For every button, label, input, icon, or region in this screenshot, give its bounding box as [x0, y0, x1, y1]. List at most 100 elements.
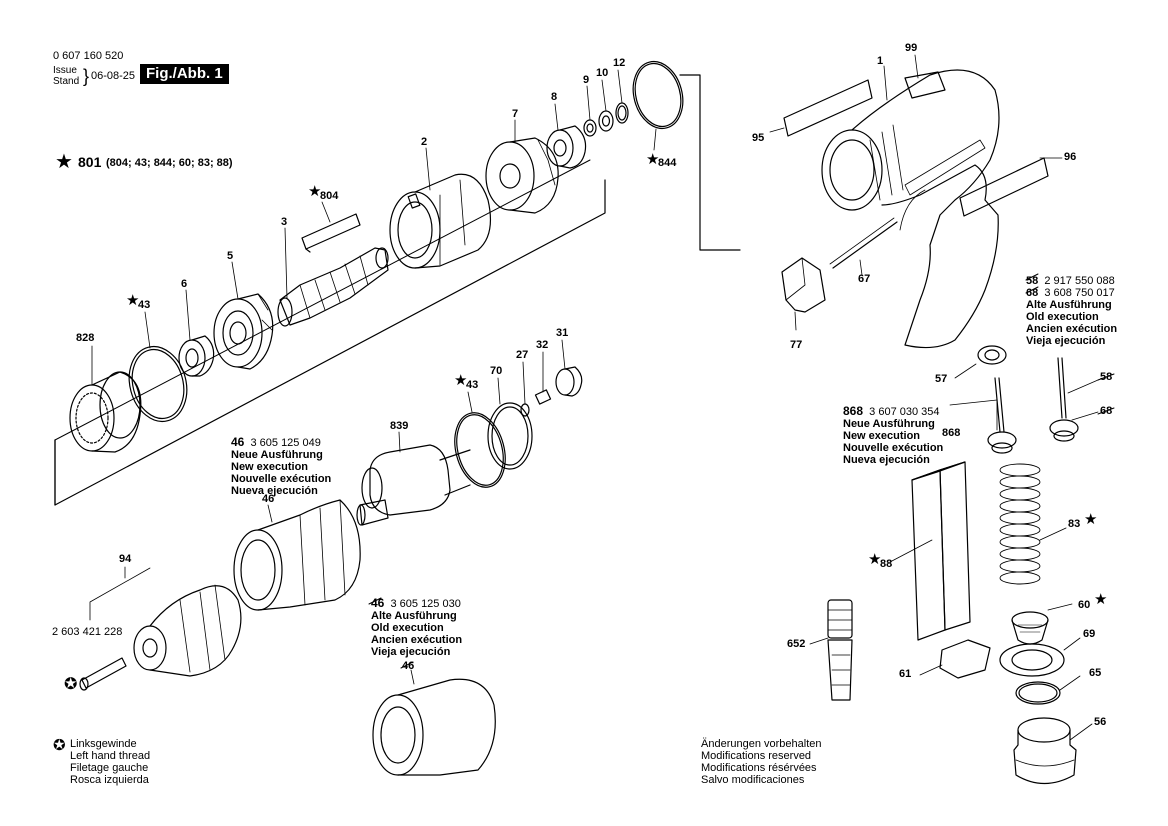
note-58-68-old: 58 2 917 550 088 68 3 608 750 017 Alte A… — [1026, 275, 1117, 347]
legend-line: Änderungen vorbehalten — [701, 738, 822, 750]
part-839-spindle — [356, 431, 471, 526]
callout-57: 57 — [935, 373, 948, 385]
part-9-washer — [583, 119, 597, 137]
callout-60: 60 — [1078, 599, 1091, 611]
note-line: Nueva ejecución — [843, 454, 930, 466]
note-line: Vieja ejecución — [371, 646, 451, 658]
motor-group-frame — [54, 179, 606, 506]
part-61-filter-block — [919, 639, 991, 679]
part-65-o-ring — [1015, 681, 1061, 705]
callout-88: 88 — [880, 558, 893, 570]
note-line: Neue Ausführung — [231, 449, 323, 461]
part-68-old-valve — [1049, 357, 1099, 442]
part-number: 0 607 160 520 — [53, 50, 124, 62]
callout-828: 828 — [76, 332, 95, 344]
note-46-old-part: 3 605 125 030 — [390, 598, 461, 610]
left-hand-screw — [79, 657, 127, 691]
legend-line: Left hand thread — [70, 750, 151, 762]
callout-844: 844 — [658, 157, 677, 169]
motor-axis-line — [54, 159, 591, 441]
callout-12: 12 — [613, 57, 626, 69]
star-icon: ★ — [308, 183, 322, 200]
note-line: Nouvelle exécution — [843, 442, 944, 454]
star-icon: ★ — [55, 151, 73, 173]
stand-label: Stand — [53, 76, 80, 87]
note-line: Old execution — [1026, 311, 1099, 323]
label-95-strip — [769, 79, 873, 137]
note-46-new-part: 3 605 125 049 — [250, 437, 321, 449]
star-icon: ★ — [1094, 591, 1108, 608]
part-69-gasket — [999, 643, 1065, 677]
part-94-chuck — [133, 584, 242, 677]
callout-2: 2 — [421, 136, 428, 148]
callout-94: 94 — [119, 553, 132, 565]
part-2-cylinder — [389, 173, 491, 269]
callout-804: 804 — [320, 190, 339, 202]
callout-839: 839 — [390, 420, 409, 432]
part-46-old-sleeve — [372, 669, 496, 776]
callout-95: 95 — [752, 132, 765, 144]
legend-modifications: Änderungen vorbehalten Modifications res… — [701, 738, 821, 786]
part-88-silencer — [889, 461, 971, 641]
note-868-part: 3 607 030 354 — [869, 406, 940, 418]
note-line: Alte Ausführung — [1026, 299, 1112, 311]
callout-43-right: 43 — [466, 379, 479, 391]
callout-8: 8 — [551, 91, 558, 103]
part-43-o-ring-left — [128, 345, 188, 423]
legend-line: Salvo modificaciones — [701, 774, 805, 786]
callout-61: 61 — [899, 668, 912, 680]
callout-868: 868 — [942, 427, 961, 439]
callout-32: 32 — [536, 339, 549, 351]
star-icon: ★ — [454, 372, 468, 389]
star-icon: ★ — [126, 292, 140, 309]
legend-line: Modifications reserved — [701, 750, 812, 762]
note-46-old: 46 3 605 125 030 Alte Ausführung Old exe… — [371, 597, 462, 658]
label-96-strip — [959, 157, 1063, 217]
callout-65: 65 — [1089, 667, 1102, 679]
legend-line: Rosca izquierda — [70, 774, 149, 786]
part-868-valve — [949, 377, 1017, 454]
part-3-rotor — [277, 247, 389, 327]
callout-9: 9 — [583, 74, 590, 86]
note-line: New execution — [231, 461, 309, 473]
callout-69: 69 — [1083, 628, 1096, 640]
note-line: Neue Ausführung — [843, 418, 935, 430]
part-43-o-ring-right — [454, 412, 506, 488]
part-1-housing — [821, 65, 1000, 349]
issue-label: Issue — [53, 65, 77, 76]
note-line: Old execution — [371, 622, 444, 634]
part-5-planet-carrier — [213, 293, 274, 370]
part-804-vane — [301, 213, 361, 253]
part-31-gear — [555, 366, 583, 397]
callout-1: 1 — [877, 55, 884, 67]
callout-46-struck: 46 — [402, 660, 415, 672]
part-652-nipple — [809, 599, 853, 701]
issue-date: 06-08-25 — [91, 70, 136, 82]
note-line: Vieja ejecución — [1026, 335, 1106, 347]
chuck-bracket — [89, 567, 151, 621]
callout-96: 96 — [1064, 151, 1077, 163]
note-868-new: 868 3 607 030 354 Neue Ausführung New ex… — [843, 405, 943, 466]
part-77-trigger — [781, 257, 826, 331]
callout-83: 83 — [1068, 518, 1081, 530]
note-line: New execution — [843, 430, 921, 442]
star-icon: ★ — [868, 551, 882, 568]
part-70-washer — [487, 402, 533, 470]
part-27-washer — [520, 403, 530, 417]
callout-68-struck: 68 — [1100, 405, 1113, 417]
callout-46: 46 — [262, 493, 275, 505]
note-46-old-number: 46 — [371, 596, 385, 610]
left-hand-thread-icon: ✪ — [64, 676, 78, 693]
legend-left-hand-thread: Linksgewinde Left hand thread Filetage g… — [70, 738, 150, 786]
part-7-gear-plate — [485, 137, 559, 214]
callout-3: 3 — [281, 216, 288, 228]
housing-bracket — [679, 74, 741, 251]
note-68-part: 3 608 750 017 — [1044, 287, 1115, 299]
callout-27: 27 — [516, 349, 529, 361]
legend-line: Modifications résérvées — [701, 762, 817, 774]
note-46-new-number: 46 — [231, 435, 245, 449]
label-99-strip — [904, 54, 946, 99]
note-line: Alte Ausführung — [371, 610, 457, 622]
part-8-bearing — [546, 125, 587, 169]
